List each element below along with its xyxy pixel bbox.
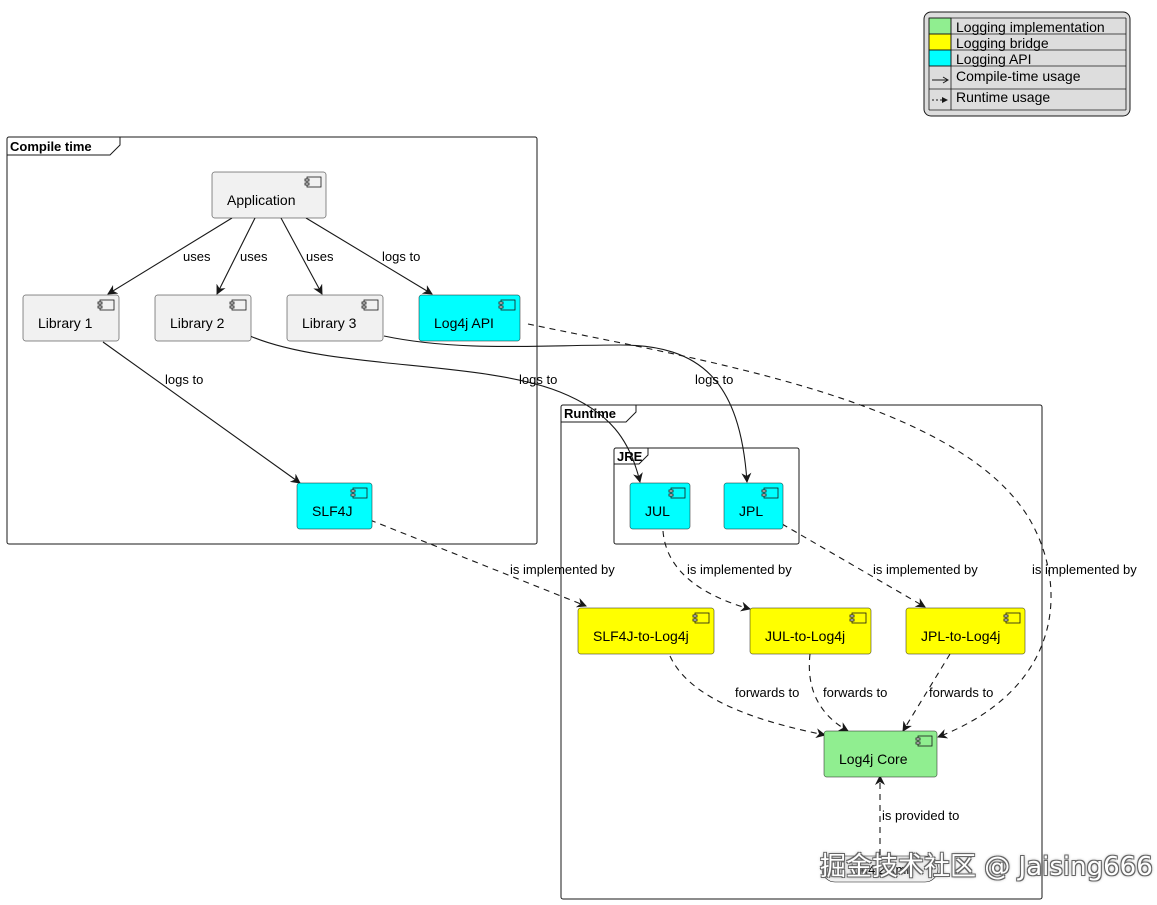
edge-slf4j-bridge <box>369 519 587 608</box>
component-slf4j-to-log4j[interactable]: SLF4J-to-Log4j <box>577 607 715 655</box>
edge-app-api <box>305 217 433 295</box>
component-label: JUL-to-Log4j <box>765 628 845 644</box>
component-label: SLF4J-to-Log4j <box>593 628 689 644</box>
edge-label-lib1-slf4j: logs to <box>165 372 203 387</box>
config-file-storage[interactable]: log4j2.xml <box>821 855 939 883</box>
legend-swatch-bridge <box>928 33 952 51</box>
frame-compile-time: Compile time <box>6 136 538 545</box>
frame-title-compile: Compile time <box>10 139 92 154</box>
edge-label-app-api: logs to <box>382 249 420 264</box>
edge-app-lib2 <box>216 217 256 295</box>
edge-app-lib3 <box>280 217 323 295</box>
component-log4j-api[interactable]: Log4j API <box>418 294 521 342</box>
component-library-3[interactable]: Library 3 <box>286 294 384 342</box>
edge-label-slf4j-fwd: forwards to <box>735 685 799 700</box>
frame-title-runtime: Runtime <box>564 406 616 421</box>
component-label: JPL <box>739 503 763 519</box>
frame-jre: JRE <box>613 447 800 545</box>
edge-label-slf4j-impl: is implemented by <box>510 562 615 577</box>
legend-label-runtime: Runtime usage <box>956 89 1050 105</box>
component-application[interactable]: Application <box>211 171 327 219</box>
component-jpl-to-log4j[interactable]: JPL-to-Log4j <box>905 607 1026 655</box>
edge-lib2-jul <box>249 335 643 483</box>
edge-label-jul-impl: is implemented by <box>687 562 792 577</box>
legend-label-api: Logging API <box>956 51 1032 67</box>
edge-app-lib1 <box>107 217 233 295</box>
edge-label-lib3-jpl: logs to <box>695 372 733 387</box>
edge-label-api-impl: is implemented by <box>1032 562 1137 577</box>
edge-label-app-lib2: uses <box>240 249 268 264</box>
edge-label-jpl-impl: is implemented by <box>873 562 978 577</box>
legend-swatch-api <box>928 49 952 67</box>
component-label: Library 2 <box>170 315 225 331</box>
component-jul[interactable]: JUL <box>629 482 691 530</box>
edges <box>102 217 1052 855</box>
edge-lib3-jpl <box>383 335 752 483</box>
watermark: 掘金技术社区 @ Jaising666 <box>820 852 1153 882</box>
component-library-2[interactable]: Library 2 <box>154 294 252 342</box>
component-label: Log4j Core <box>839 751 908 767</box>
component-label: JPL-to-Log4j <box>921 628 1000 644</box>
legend-swatch-impl <box>928 17 952 35</box>
component-label: SLF4J <box>312 503 352 519</box>
component-jul-to-log4j[interactable]: JUL-to-Log4j <box>749 607 872 655</box>
config-file-label: log4j2.xml <box>851 862 910 877</box>
edge-jpl-fwd <box>902 653 951 732</box>
edge-slf4j-fwd <box>669 655 826 739</box>
legend-label-bridge: Logging bridge <box>956 35 1049 51</box>
edge-label-jpl-fwd: forwards to <box>929 685 993 700</box>
edge-lib1-slf4j <box>102 341 301 484</box>
component-library-1[interactable]: Library 1 <box>22 294 120 342</box>
edge-jul-fwd <box>808 653 849 732</box>
component-label: Log4j API <box>434 315 494 331</box>
component-label: Library 3 <box>302 315 357 331</box>
edge-label-app-lib1: uses <box>183 249 211 264</box>
component-log4j-core[interactable]: Log4j Core <box>823 730 938 778</box>
component-label: JUL <box>645 503 670 519</box>
edge-label-jul-fwd: forwards to <box>823 685 887 700</box>
solid-arrow-icon <box>932 76 949 84</box>
component-label: Library 1 <box>38 315 93 331</box>
edge-jpl-bridge <box>781 523 926 608</box>
edge-label-lib2-jul: logs to <box>519 372 557 387</box>
edge-label-app-lib3: uses <box>306 249 334 264</box>
edge-label-config: is provided to <box>882 808 959 823</box>
dashed-arrow-icon <box>932 97 948 103</box>
frame-title-jre: JRE <box>617 449 643 464</box>
edge-api-core <box>527 323 1052 739</box>
legend-label-compile: Compile-time usage <box>956 68 1081 84</box>
legend-label-impl: Logging implementation <box>956 19 1105 35</box>
legend: Logging implementation Logging bridge Lo… <box>923 11 1131 117</box>
edge-jul-bridge <box>662 530 751 612</box>
component-slf4j[interactable]: SLF4J <box>296 482 373 530</box>
component-label: Application <box>227 192 296 208</box>
component-jpl[interactable]: JPL <box>723 482 784 530</box>
